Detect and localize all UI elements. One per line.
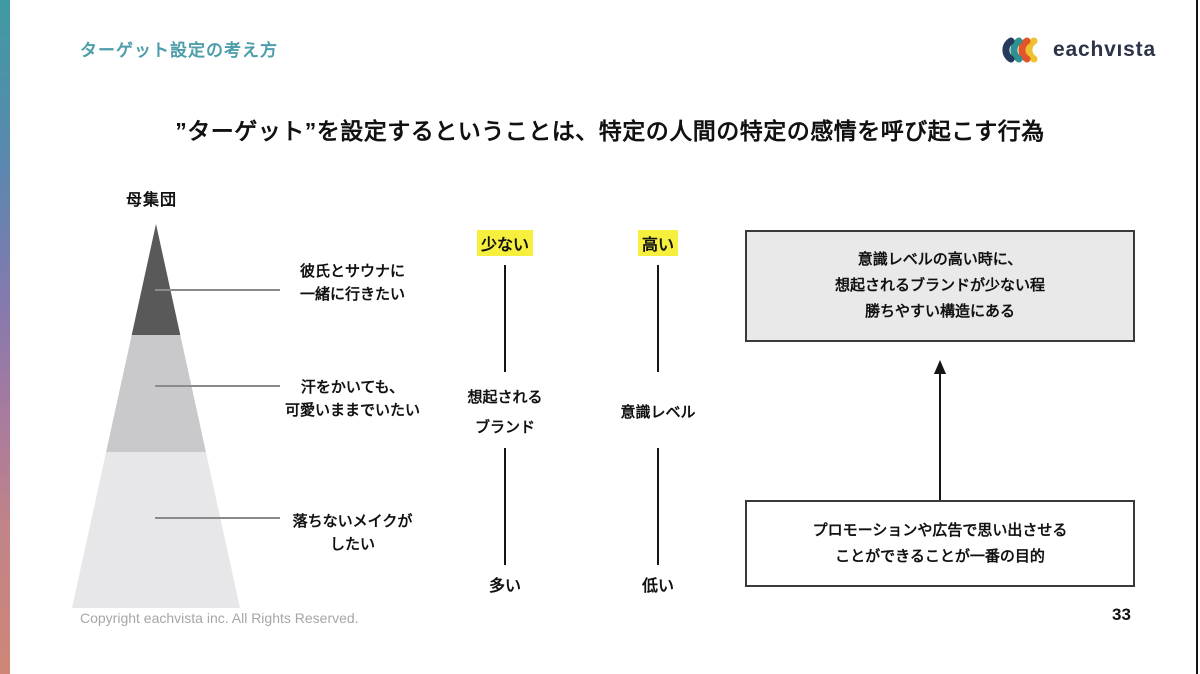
- pyramid-segment-middle: [106, 335, 206, 452]
- leader-line-2: [155, 385, 280, 387]
- logo-crescents-icon: [1002, 37, 1038, 63]
- page-number: 33: [1112, 605, 1131, 624]
- axis2-line-lower: [657, 448, 659, 565]
- axis1-mid-label-line2: ブランド: [474, 419, 536, 436]
- pyramid-label-2-line1: 汗をかいても、: [300, 379, 405, 396]
- copyright-text: Copyright eachvista inc. All Rights Rese…: [80, 610, 359, 626]
- axis1-line-upper: [504, 265, 506, 372]
- pyramid-segment-top: [131, 224, 181, 335]
- axis2-line-upper: [657, 265, 659, 372]
- pyramid-segment-bottom: [72, 452, 240, 608]
- insight-box-line1: 意識レベルの高い時に、: [857, 251, 1023, 268]
- pyramid-label-2: 汗をかいても、 可愛いままでいたい: [270, 376, 435, 422]
- pyramid-label-3-line1: 落ちないメイクが: [292, 513, 413, 530]
- pyramid-label-1-line2: 一緒に行きたい: [299, 286, 405, 303]
- slide-main-title: ”ターゲット”を設定するということは、特定の人間の特定の感情を呼び起こす行為: [175, 118, 1045, 144]
- logo-wordmark: eachvısta: [1053, 38, 1156, 61]
- pyramid-label-1-line1: 彼氏とサウナに: [299, 263, 405, 280]
- insight-box-line3: 勝ちやすい構造にある: [864, 303, 1015, 320]
- axis2-bottom-label: 低い: [641, 578, 675, 595]
- insight-box-line2: 想起されるブランドが少ない程: [834, 277, 1045, 294]
- right-edge-line: [1196, 0, 1198, 674]
- up-arrow: [934, 360, 946, 501]
- goal-box-line2: ことができることが一番の目的: [835, 547, 1045, 565]
- axis1-line-lower: [504, 448, 506, 565]
- axis1-mid-label: 想起される ブランド: [467, 383, 542, 443]
- pyramid-label-2-line2: 可愛いままでいたい: [284, 402, 420, 419]
- axis2-top-label-highlighted: 高い: [637, 230, 679, 256]
- axis2-mid-label: 意識レベル: [620, 404, 696, 421]
- pyramid-top-label: 母集団: [126, 192, 178, 209]
- axis1-mid-label-line1: 想起される: [467, 389, 543, 406]
- leader-line-1: [155, 289, 280, 291]
- pyramid-diagram: [72, 224, 240, 608]
- goal-box-line1: プロモーションや広告で思い出させる: [812, 521, 1068, 539]
- pyramid-label-3: 落ちないメイクが したい: [270, 510, 435, 556]
- goal-box: プロモーションや広告で思い出させる ことができることが一番の目的: [745, 500, 1135, 587]
- insight-box: 意識レベルの高い時に、 想起されるブランドが少ない程 勝ちやすい構造にある: [745, 230, 1135, 342]
- pyramid-label-3-line2: したい: [329, 536, 375, 553]
- slide-header-title: ターゲット設定の考え方: [80, 41, 278, 60]
- logo: eachvısta: [998, 36, 1156, 64]
- leader-line-3: [155, 517, 280, 519]
- axis1-top-label-highlighted: 少ない: [476, 230, 534, 256]
- left-gradient-bar: [0, 0, 10, 674]
- axis1-bottom-label: 多い: [488, 578, 522, 595]
- pyramid-label-1: 彼氏とサウナに 一緒に行きたい: [270, 260, 435, 306]
